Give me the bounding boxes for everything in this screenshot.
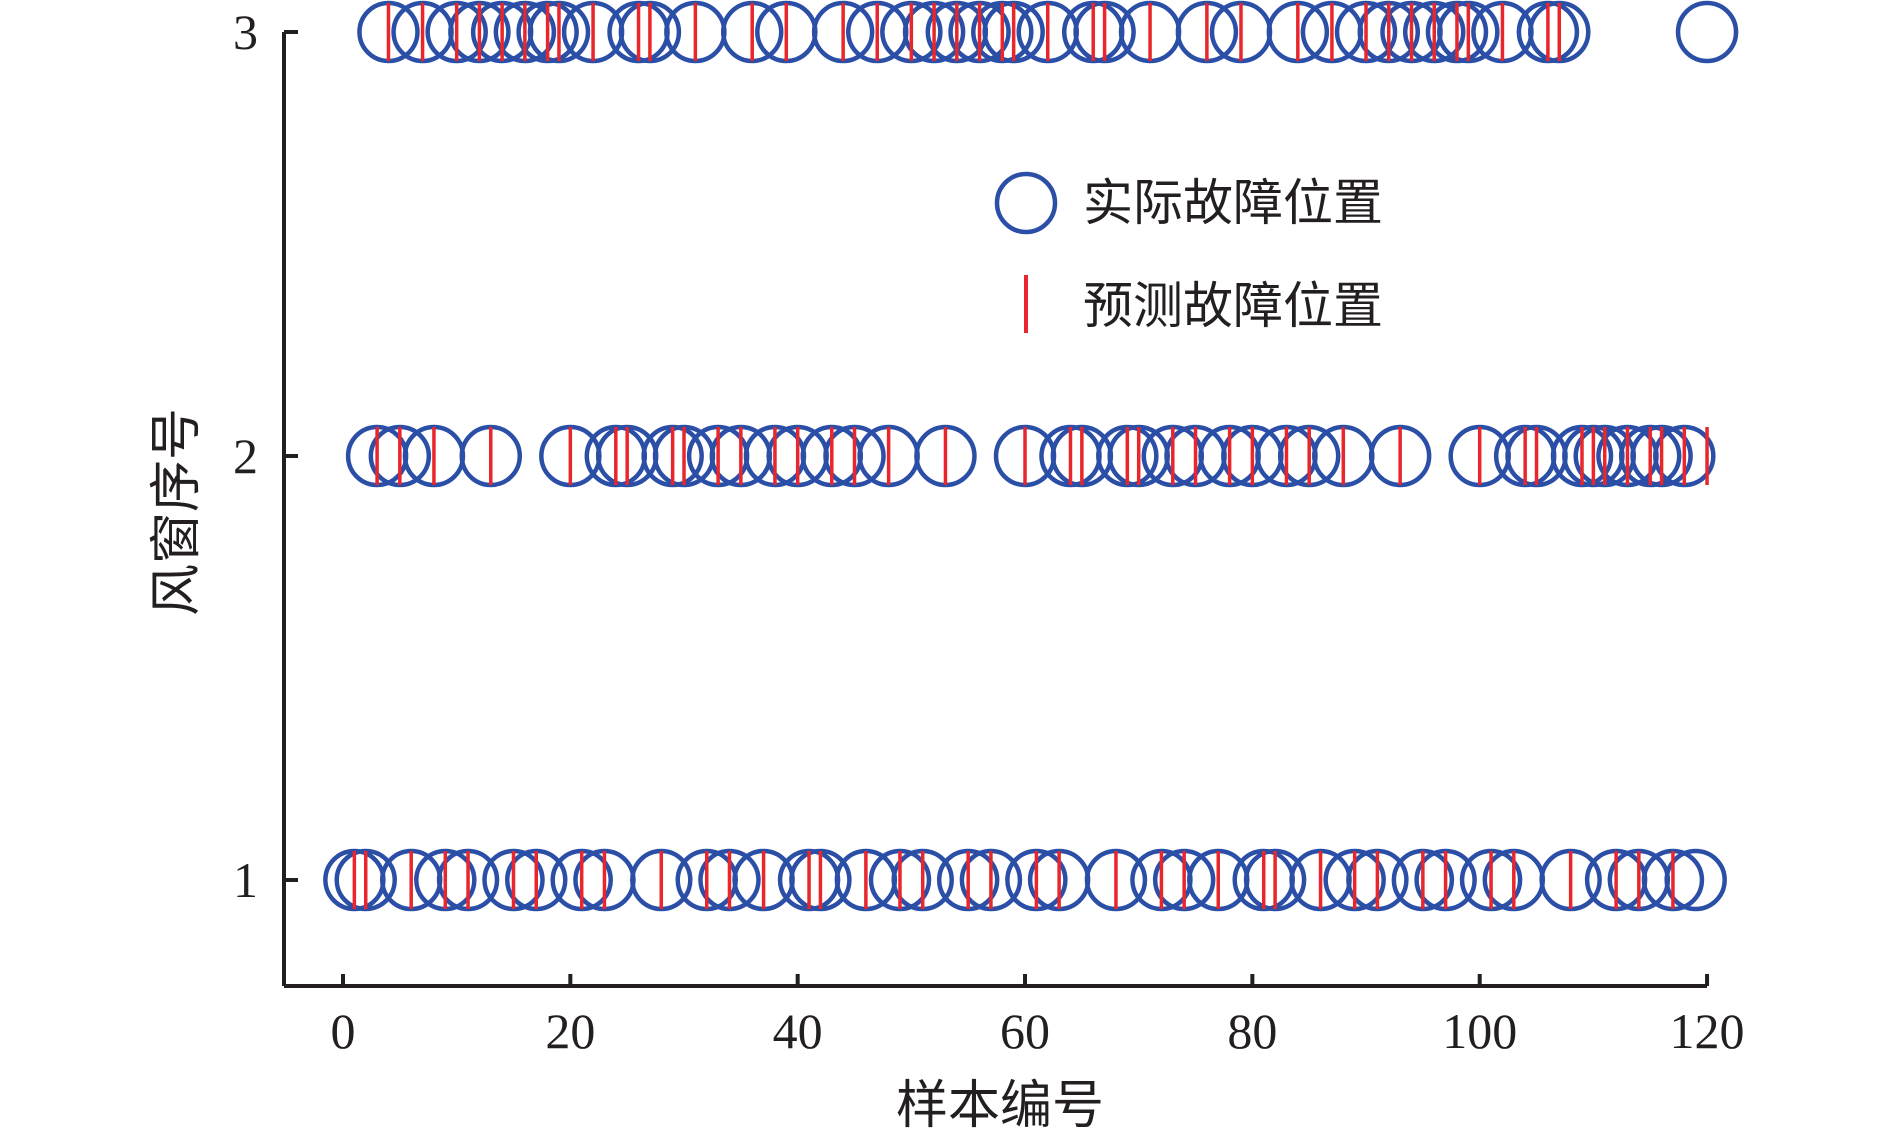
- y-axis-title: 风窗序号: [147, 408, 207, 616]
- tick-labels: 0 20 40 60 80 100 120 1 2 3: [233, 4, 1745, 1059]
- x-tick-label: 80: [1227, 1003, 1277, 1059]
- legend-predicted-label: 预测故障位置: [1083, 277, 1383, 335]
- y-tick-label: 3: [233, 4, 258, 60]
- x-axis-title: 样本编号: [896, 1076, 1104, 1135]
- x-tick-label: 20: [545, 1003, 595, 1059]
- axes: [282, 30, 1710, 988]
- x-tick-label: 0: [331, 1003, 356, 1059]
- y-tick-label: 2: [233, 428, 258, 484]
- y-tick-label: 1: [233, 852, 258, 908]
- legend: 实际故障位置 预测故障位置: [994, 171, 1383, 335]
- legend-actual-marker: [994, 171, 1058, 235]
- x-tick-label: 120: [1670, 1003, 1745, 1059]
- x-tick-label: 100: [1442, 1003, 1517, 1059]
- x-tick-label: 60: [1000, 1003, 1050, 1059]
- legend-actual-label: 实际故障位置: [1083, 174, 1383, 232]
- plot-marks: [323, 0, 1739, 912]
- x-tick-label: 40: [773, 1003, 823, 1059]
- actual-point: [1675, 0, 1739, 64]
- actual-point: [1664, 848, 1727, 912]
